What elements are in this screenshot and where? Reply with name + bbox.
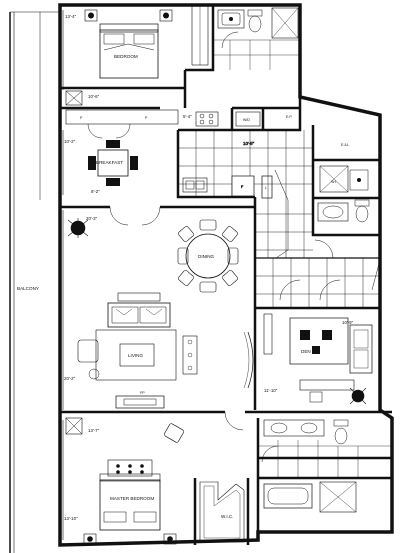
walk-in-closet: W.I.C. [199, 481, 245, 543]
den: DEN 10'-9" 11'-10" [263, 259, 381, 405]
master-dim-depth: 13'-10" [64, 516, 78, 521]
pantry-label: P [145, 116, 148, 120]
kitchen-dim-width: 10'-5" [243, 141, 255, 146]
breakfast-dim-top: 5'-4" [183, 114, 192, 119]
bedroom-dim-depth: 10'-6" [88, 94, 100, 99]
master-dim-width: 13'-7" [88, 428, 100, 433]
bedroom-label: BEDROOM [114, 54, 138, 59]
dining-dim-width: 20'-3" [86, 216, 98, 221]
dining-label: DINING [198, 254, 215, 259]
master-bath [258, 419, 392, 513]
master-bedroom: 13'-7" MASTER BEDROOM 13'-10" [64, 417, 184, 545]
shower [319, 481, 357, 513]
dining-table [185, 233, 231, 279]
breakfast-label: BREAKFAST [96, 160, 123, 165]
wic-label: W.I.C. [221, 514, 234, 519]
nightstand [84, 9, 98, 22]
interior-walls [60, 5, 392, 545]
kitchen-floor: F 10'-5" [178, 111, 380, 308]
master-bed [99, 479, 161, 531]
shower-label: SH [331, 180, 336, 184]
bedroom-bed [99, 29, 159, 79]
bath-1 [213, 7, 300, 70]
plant-icon [349, 387, 367, 405]
bathtub [263, 483, 313, 509]
den-dim-depth: 11'-10" [264, 388, 278, 393]
sofa [107, 302, 171, 328]
breakfast-table [97, 149, 129, 177]
den-label: DEN [301, 349, 311, 354]
washer-dryer-label: W/D [243, 118, 250, 122]
breakfast: P P BREAKFAST 10'-2" 8'-2" [64, 109, 179, 194]
foyer-tiles [255, 257, 380, 308]
armchair [77, 339, 99, 363]
master-bedroom-label: MASTER BEDROOM [110, 496, 154, 501]
living: LIVING 20'-2" FP [64, 292, 254, 431]
fireplace [115, 395, 165, 409]
living-rug [95, 329, 177, 381]
breakfast-dim-depth: 8'-2" [91, 189, 100, 194]
living-dim-depth: 20'-2" [64, 376, 76, 381]
exterior-walls [58, 3, 394, 547]
balcony: BALCONY [9, 11, 60, 553]
nightstand [159, 9, 173, 22]
bedroom: BEDROOM 13'-4" [65, 4, 209, 79]
closet-row: 10'-6" 5'-4" [65, 90, 192, 119]
pantry-label: P [80, 116, 83, 120]
fridge [231, 175, 255, 197]
electrical-panel-label: E.P. [286, 115, 292, 119]
den-desk [289, 317, 349, 365]
bath-2: E.&L. SH [314, 143, 370, 259]
balcony-label: BALCONY [17, 286, 39, 291]
breakfast-dim-width: 10'-2" [64, 139, 76, 144]
den-dim-width: 10'-9" [342, 320, 354, 325]
linen-label: L [265, 186, 267, 190]
bedroom-dim-width: 13'-4" [65, 14, 77, 19]
linen-closet: L [261, 169, 289, 259]
elec-label: E.&L. [341, 143, 350, 147]
fireplace-label: FP [140, 391, 145, 395]
fridge-label: F [241, 185, 244, 189]
dining: DINING 20'-3" [67, 206, 239, 293]
washer-dryer: W/D E.P. [235, 111, 292, 127]
living-label: LIVING [128, 353, 143, 358]
plant-icon [67, 218, 89, 238]
